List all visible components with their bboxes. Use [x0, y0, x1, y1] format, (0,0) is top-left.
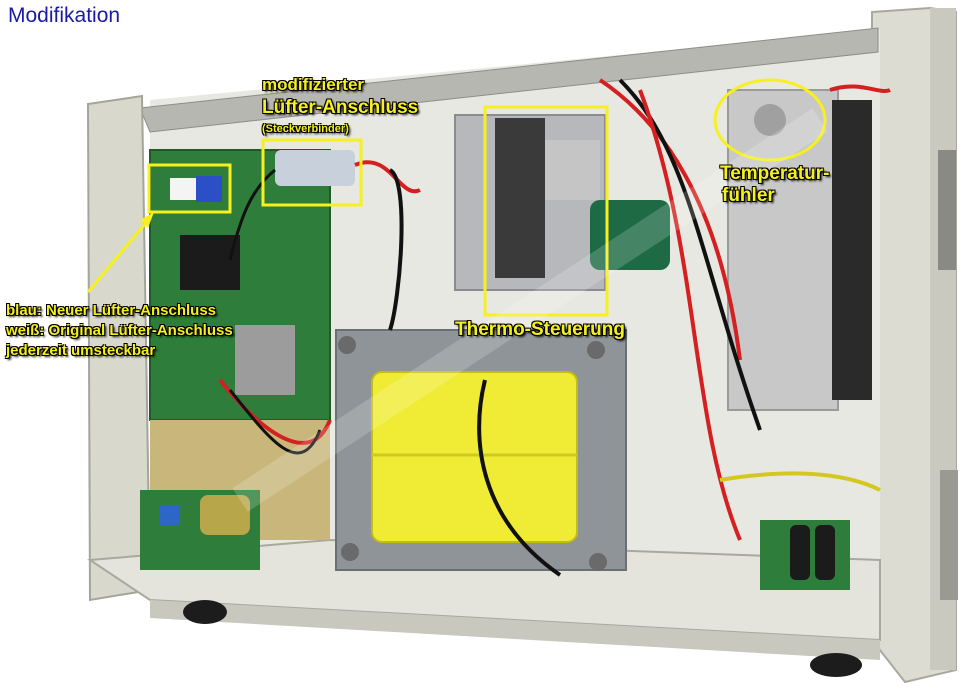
choke-green: [590, 200, 670, 270]
bottom-edge: [150, 600, 880, 660]
bottom-plate: [87, 538, 881, 642]
wire-red-3: [638, 89, 742, 541]
wire-black-2: [477, 379, 562, 577]
highlight-temperature-sensor: [713, 78, 827, 162]
fan-connector-heading-1: modifizierter: [262, 75, 365, 94]
wire-red-2: [598, 78, 742, 361]
highlight-thermo-control-box: [483, 105, 609, 317]
heatsink-small: [235, 325, 295, 395]
legend-line-2: weiß: Original Lüfter-Anschluss: [6, 322, 233, 339]
capacitor: [200, 495, 250, 535]
top-rail: [139, 27, 879, 133]
bolt-bl: [341, 543, 359, 561]
wire-red-4: [829, 84, 891, 93]
foot-rear: [810, 653, 862, 677]
foot-front-left: [183, 600, 227, 624]
sensor-screw: [754, 104, 786, 136]
main-heatsink: [727, 89, 839, 411]
trimmer-blue: [160, 505, 180, 525]
pointer-arrow: [86, 217, 152, 293]
thermo-pcb: [495, 118, 545, 278]
bolt-tl: [338, 336, 356, 354]
fan-connector-blue: [196, 176, 222, 202]
wire-black-5: [388, 168, 404, 331]
inline-connector: [275, 150, 355, 186]
legend-line-1: blau: Neuer Lüfter-Anschluss: [6, 302, 217, 319]
fan: [832, 100, 872, 400]
bolt-br: [589, 553, 607, 571]
fan-connector-heading-2: Lüfter-Anschluss: [262, 97, 419, 118]
rear-socket: [940, 470, 958, 600]
highlight-fan-pcb-box: [147, 163, 232, 214]
wire-yellow-green: [719, 471, 881, 492]
fan-connector-sub: (Steckverbinder): [262, 123, 349, 135]
highlight-inline-connector-box: [261, 138, 363, 207]
page-title: Modifikation: [8, 4, 121, 27]
wire-black-4: [228, 389, 322, 455]
temperature-sensor-label-1: Temperatur-: [720, 163, 830, 184]
legend-line-3: jederzeit umsteckbar: [6, 342, 156, 359]
fan-grill-edge: [938, 150, 956, 270]
wire-black-3: [618, 78, 762, 431]
bolt-tr: [587, 341, 605, 359]
wire-black-1: [228, 168, 276, 261]
thermo-control-label: Thermo-Steuerung: [455, 319, 625, 340]
ic-chip: [180, 235, 240, 290]
temperature-sensor-label-2: fühler: [722, 185, 775, 206]
watermark: [232, 108, 828, 512]
relay: [545, 140, 600, 200]
transformer-coil: [371, 371, 578, 543]
